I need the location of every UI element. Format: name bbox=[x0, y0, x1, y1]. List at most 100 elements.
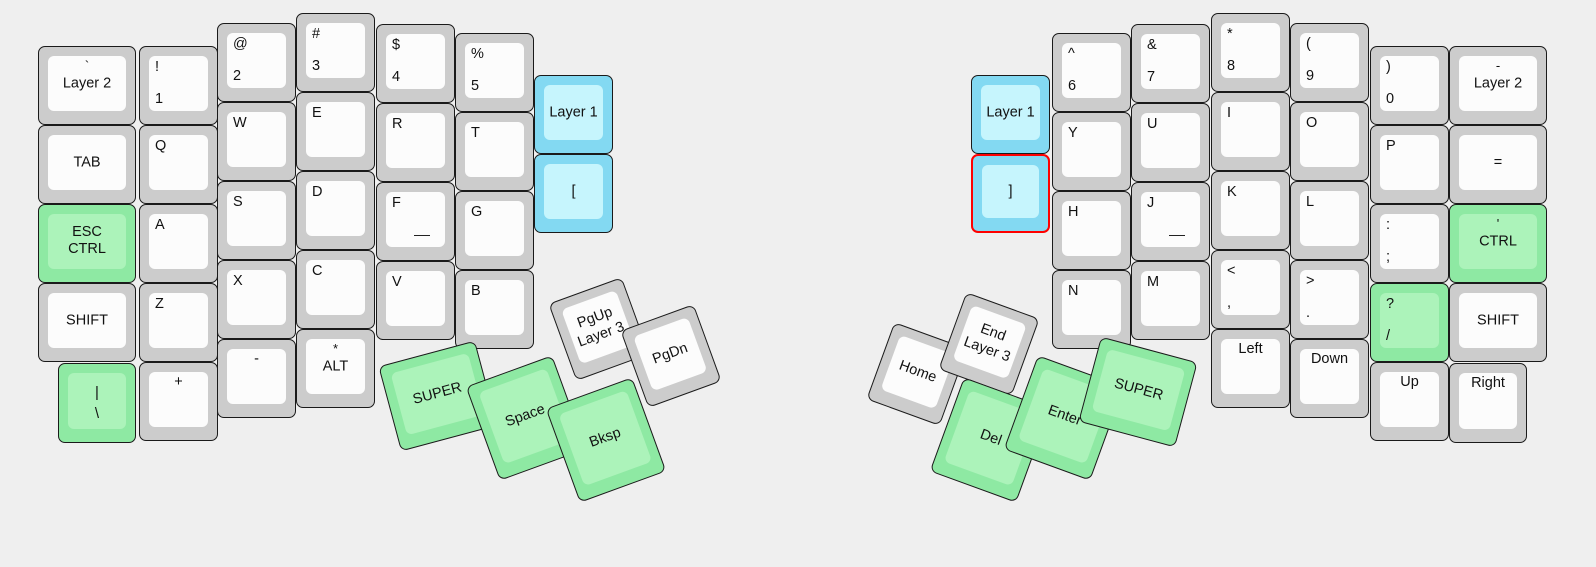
key-5[interactable]: %5 bbox=[455, 33, 534, 112]
key-1[interactable]: !1 bbox=[139, 46, 218, 125]
key-cap: B bbox=[465, 280, 524, 335]
key-legend: ! bbox=[155, 59, 160, 75]
key-a[interactable]: A bbox=[139, 204, 218, 283]
key-legend: V bbox=[392, 274, 402, 290]
key-u[interactable]: U bbox=[1131, 103, 1210, 182]
key-legend: C bbox=[312, 263, 323, 279]
key-z[interactable]: Z bbox=[139, 283, 218, 362]
key-legend: T bbox=[471, 125, 480, 141]
key-legend: 5 bbox=[471, 78, 480, 95]
key-d[interactable]: D bbox=[296, 171, 375, 250]
key-layer-1[interactable]: Layer 1 bbox=[971, 75, 1050, 154]
key-cap: G bbox=[465, 201, 524, 256]
key-legend: Layer 1 bbox=[986, 104, 1035, 121]
key-9[interactable]: (9 bbox=[1290, 23, 1369, 102]
key-[interactable]: <, bbox=[1211, 250, 1290, 329]
key-cap: - bbox=[227, 349, 286, 404]
key-ctrl[interactable]: ESC CTRL bbox=[38, 204, 136, 283]
key-legend: SHIFT bbox=[66, 312, 108, 329]
key-legend: G bbox=[471, 204, 483, 220]
key-legend: [ bbox=[571, 183, 576, 200]
key-q[interactable]: Q bbox=[139, 125, 218, 204]
key-m[interactable]: M bbox=[1131, 261, 1210, 340]
key-k[interactable]: K bbox=[1211, 171, 1290, 250]
key-w[interactable]: W bbox=[217, 102, 296, 181]
key-cap: [ bbox=[544, 164, 603, 219]
key-layer-1[interactable]: Layer 1 bbox=[534, 75, 613, 154]
key-v[interactable]: V bbox=[376, 261, 455, 340]
key-h[interactable]: H bbox=[1052, 191, 1131, 270]
key-legend: ? bbox=[1386, 296, 1395, 312]
key-left[interactable]: Left bbox=[1211, 329, 1290, 408]
key-cap: C bbox=[306, 260, 365, 315]
key-n[interactable]: N bbox=[1052, 270, 1131, 349]
key-legend: ESC CTRL bbox=[68, 223, 106, 258]
key-r[interactable]: R bbox=[376, 103, 455, 182]
key-7[interactable]: &7 bbox=[1131, 24, 1210, 103]
key-0[interactable]: )0 bbox=[1370, 46, 1449, 125]
key-t[interactable]: T bbox=[455, 112, 534, 191]
key-ctrl[interactable]: 'CTRL bbox=[1449, 204, 1547, 283]
key-right[interactable]: Right bbox=[1449, 363, 1527, 443]
key-c[interactable]: C bbox=[296, 250, 375, 329]
key-tab[interactable]: TAB bbox=[38, 125, 136, 204]
key-l[interactable]: L bbox=[1290, 181, 1369, 260]
key-cap: Q bbox=[149, 135, 208, 190]
key-cap: <, bbox=[1221, 260, 1280, 315]
key-4[interactable]: $4 bbox=[376, 24, 455, 103]
key-cap: Up bbox=[1380, 372, 1439, 427]
key-layer-2[interactable]: `Layer 2 bbox=[38, 46, 136, 125]
key-o[interactable]: O bbox=[1290, 102, 1369, 181]
key-y[interactable]: Y bbox=[1052, 112, 1131, 191]
key-b[interactable]: B bbox=[455, 270, 534, 349]
key-6[interactable]: ^6 bbox=[1052, 33, 1131, 112]
key-shift[interactable]: SHIFT bbox=[1449, 283, 1547, 362]
key-alt[interactable]: *ALT bbox=[296, 329, 375, 408]
key-cap: 'CTRL bbox=[1459, 214, 1537, 269]
key-legend: Layer 2 bbox=[62, 75, 112, 92]
key-[interactable]: |\ bbox=[58, 363, 136, 443]
key-[interactable]: :; bbox=[1370, 204, 1449, 283]
key-cap: D bbox=[306, 181, 365, 236]
key-legend: U bbox=[1147, 116, 1158, 132]
key-down[interactable]: Down bbox=[1290, 339, 1369, 418]
key-2[interactable]: @2 bbox=[217, 23, 296, 102]
key-cap: E bbox=[306, 102, 365, 157]
key-[interactable]: >. bbox=[1290, 260, 1369, 339]
key-3[interactable]: #3 bbox=[296, 13, 375, 92]
key-p[interactable]: P bbox=[1370, 125, 1449, 204]
key-[interactable]: - bbox=[217, 339, 296, 418]
key-legend: Bksp bbox=[587, 424, 624, 451]
key-up[interactable]: Up bbox=[1370, 362, 1449, 441]
key-cap: H bbox=[1062, 201, 1121, 256]
key-cap: )0 bbox=[1380, 56, 1439, 111]
key-legend: + bbox=[174, 374, 183, 390]
key-[interactable]: ] bbox=[971, 154, 1050, 233]
key-shift[interactable]: SHIFT bbox=[38, 283, 136, 362]
key-cap: S bbox=[227, 191, 286, 246]
homing-bar-icon bbox=[1168, 235, 1185, 236]
key-[interactable]: = bbox=[1449, 125, 1547, 204]
key-legend: \ bbox=[94, 405, 100, 422]
key-g[interactable]: G bbox=[455, 191, 534, 270]
key-legend: X bbox=[233, 273, 243, 289]
key-[interactable]: [ bbox=[534, 154, 613, 233]
key-j[interactable]: J bbox=[1131, 182, 1210, 261]
key-cap: V bbox=[386, 271, 445, 326]
key-[interactable]: + bbox=[139, 362, 218, 441]
key-legend: 8 bbox=[1227, 58, 1236, 75]
key-i[interactable]: I bbox=[1211, 92, 1290, 171]
key-legend: ALT bbox=[322, 358, 349, 375]
key-8[interactable]: *8 bbox=[1211, 13, 1290, 92]
key-legend: End Layer 3 bbox=[961, 320, 1013, 366]
key-s[interactable]: S bbox=[217, 181, 296, 260]
key-[interactable]: ?/ bbox=[1370, 283, 1449, 362]
key-legend: SUPER bbox=[411, 379, 464, 408]
key-legend: 4 bbox=[392, 69, 401, 86]
key-cap: @2 bbox=[227, 33, 286, 88]
key-f[interactable]: F bbox=[376, 182, 455, 261]
key-layer-2[interactable]: -Layer 2 bbox=[1449, 46, 1547, 125]
key-x[interactable]: X bbox=[217, 260, 296, 339]
key-e[interactable]: E bbox=[296, 92, 375, 171]
